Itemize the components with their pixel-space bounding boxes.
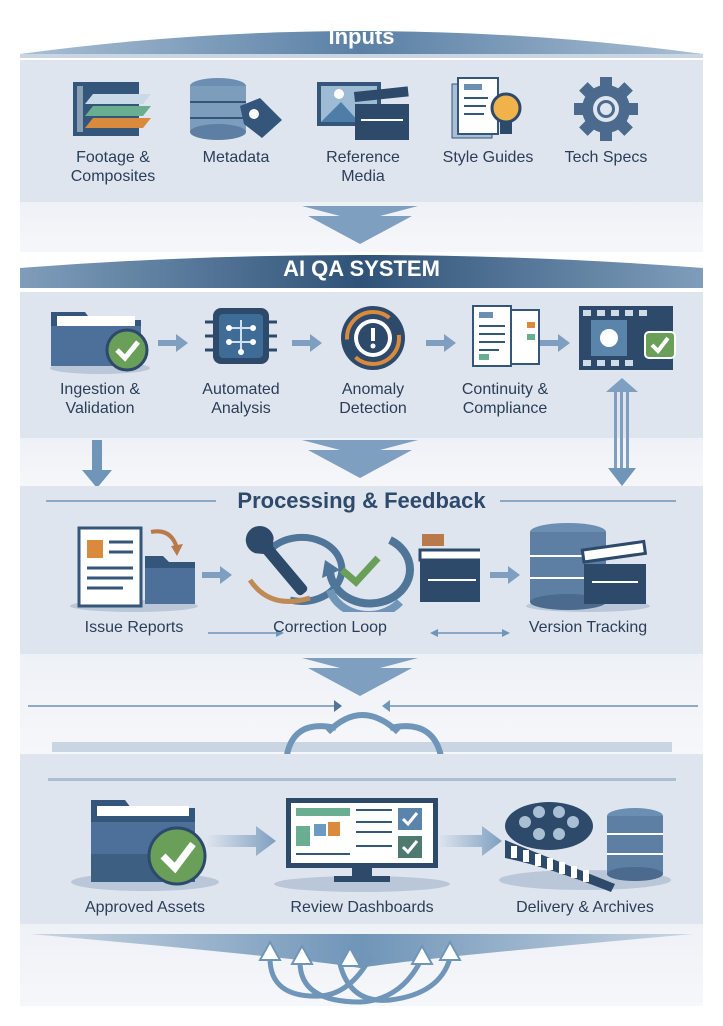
qa-automated-analysis: Automated Analysis bbox=[186, 302, 296, 418]
qa-anomaly-detection: Anomaly Detection bbox=[318, 302, 428, 418]
film-reel-database-icon bbox=[499, 802, 671, 892]
down-arrow-icon bbox=[302, 658, 418, 696]
right-arrow-icon bbox=[202, 566, 232, 584]
divider bbox=[48, 778, 676, 781]
film-layers-icon bbox=[73, 82, 151, 136]
delivery-archives: Delivery & Archives bbox=[490, 796, 680, 917]
chip-icon bbox=[205, 308, 277, 364]
version-tracking: Version Tracking bbox=[510, 520, 666, 637]
review-dashboards: Review Dashboards bbox=[272, 796, 452, 917]
divider bbox=[46, 500, 216, 502]
input-tech-specs: Tech Specs bbox=[556, 76, 656, 167]
label: Continuity & Compliance bbox=[461, 381, 549, 417]
input-footage: Footage & Composites bbox=[58, 76, 168, 186]
label: Correction Loop bbox=[273, 619, 387, 636]
qa-continuity-compliance: Continuity & Compliance bbox=[450, 302, 560, 418]
inputs-banner: Inputs bbox=[20, 18, 703, 58]
label: Review Dashboards bbox=[290, 899, 434, 916]
feedback-arrows bbox=[30, 934, 693, 1005]
label: Issue Reports bbox=[84, 619, 184, 636]
correction-loop: Correction Loop bbox=[230, 520, 480, 637]
input-metadata: Metadata bbox=[186, 76, 286, 167]
approved-assets: Approved Assets bbox=[60, 796, 230, 917]
inputs-title: Inputs bbox=[328, 24, 395, 49]
label: Tech Specs bbox=[564, 149, 648, 166]
right-arrow-icon bbox=[540, 334, 570, 352]
label: Ingestion & Validation bbox=[59, 381, 141, 417]
report-folder-icon bbox=[70, 526, 198, 612]
qa-film-check bbox=[572, 302, 682, 380]
input-reference-media: Reference Media bbox=[310, 76, 416, 186]
right-arrow-icon bbox=[158, 334, 188, 352]
label: Version Tracking bbox=[528, 619, 648, 636]
input-style-guides: Style Guides bbox=[436, 76, 540, 167]
database-tag-icon bbox=[190, 78, 282, 140]
label: Approved Assets bbox=[84, 899, 206, 916]
label: Reference Media bbox=[326, 149, 400, 185]
up-down-arrow-icon bbox=[606, 378, 638, 486]
connector-arrow-icon bbox=[208, 629, 284, 637]
right-arrow-icon bbox=[438, 826, 502, 856]
label: Metadata bbox=[202, 149, 270, 166]
document-lightbulb-icon bbox=[451, 77, 522, 139]
right-arrow-icon bbox=[206, 826, 276, 856]
right-arrow-icon bbox=[490, 566, 520, 584]
processing-title: Processing & Feedback bbox=[237, 488, 486, 513]
ai-qa-banner: AI QA SYSTEM bbox=[20, 248, 703, 290]
alert-target-icon bbox=[341, 306, 405, 370]
gear-icon bbox=[574, 77, 638, 141]
database-clapper-icon bbox=[526, 523, 650, 612]
qa-ingestion: Ingestion & Validation bbox=[44, 302, 156, 418]
image-clapper-icon bbox=[317, 82, 409, 140]
connector-arrow-icon bbox=[430, 629, 510, 637]
film-check-icon bbox=[579, 306, 676, 370]
documents-icon bbox=[472, 305, 540, 367]
divider bbox=[500, 500, 676, 502]
label: Anomaly Detection bbox=[339, 381, 407, 417]
ai-qa-title: AI QA SYSTEM bbox=[283, 256, 440, 281]
right-arrow-icon bbox=[426, 334, 456, 352]
down-arrow-icon bbox=[302, 440, 418, 478]
label: Footage & Composites bbox=[70, 149, 156, 185]
folder-check-icon bbox=[71, 800, 219, 891]
label: Automated Analysis bbox=[202, 381, 280, 417]
wrench-loop-icon bbox=[245, 526, 480, 612]
label: Style Guides bbox=[442, 149, 534, 166]
issue-reports: Issue Reports bbox=[64, 520, 204, 637]
down-arrow-icon bbox=[302, 206, 418, 244]
label: Delivery & Archives bbox=[516, 899, 654, 916]
monitor-dashboard-icon bbox=[274, 798, 450, 892]
folder-check-icon bbox=[50, 312, 150, 374]
down-arrow-icon bbox=[82, 440, 112, 488]
right-arrow-icon bbox=[292, 334, 322, 352]
